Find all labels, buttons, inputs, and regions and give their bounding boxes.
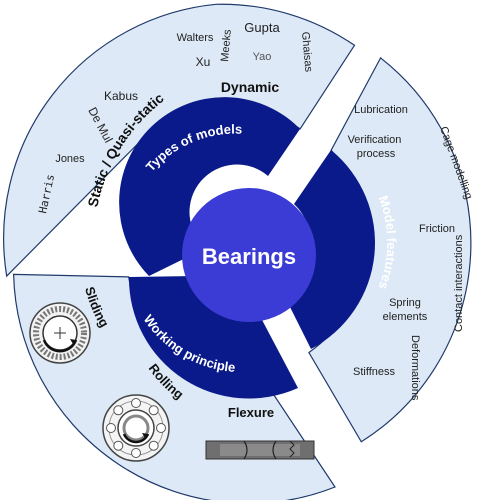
label-flexure: Flexure	[228, 405, 274, 420]
author-name: Jones	[55, 153, 85, 165]
ring-working-principle	[128, 276, 298, 399]
feature-lubrication: Lubrication	[354, 104, 408, 116]
feature-deformations: Deformations	[409, 335, 421, 401]
author-name: Gupta	[244, 20, 280, 35]
author-name: Xu	[196, 55, 211, 69]
author-name: Ghaisas	[299, 31, 315, 73]
flexure-hinge-icon	[205, 440, 315, 460]
rolling-bearing-icon	[102, 394, 170, 462]
author-name: Walters	[177, 32, 214, 44]
feature-friction: Friction	[419, 223, 455, 235]
label-dynamic: Dynamic	[221, 79, 280, 95]
feature-verification-process: Verification process	[348, 134, 405, 160]
center-label: Bearings	[202, 244, 296, 269]
ring-types-of-models	[119, 97, 301, 277]
sliding-bearing-icon	[29, 302, 91, 364]
center-circle	[182, 188, 316, 322]
feature-stiffness: Stiffness	[353, 366, 395, 378]
ring-model-features	[282, 150, 376, 349]
author-name: Kabus	[104, 89, 138, 103]
author-name: Meeks	[219, 28, 234, 62]
author-name: Yao	[253, 51, 272, 63]
feature-contact-interactions: Contact interactions	[453, 234, 465, 332]
